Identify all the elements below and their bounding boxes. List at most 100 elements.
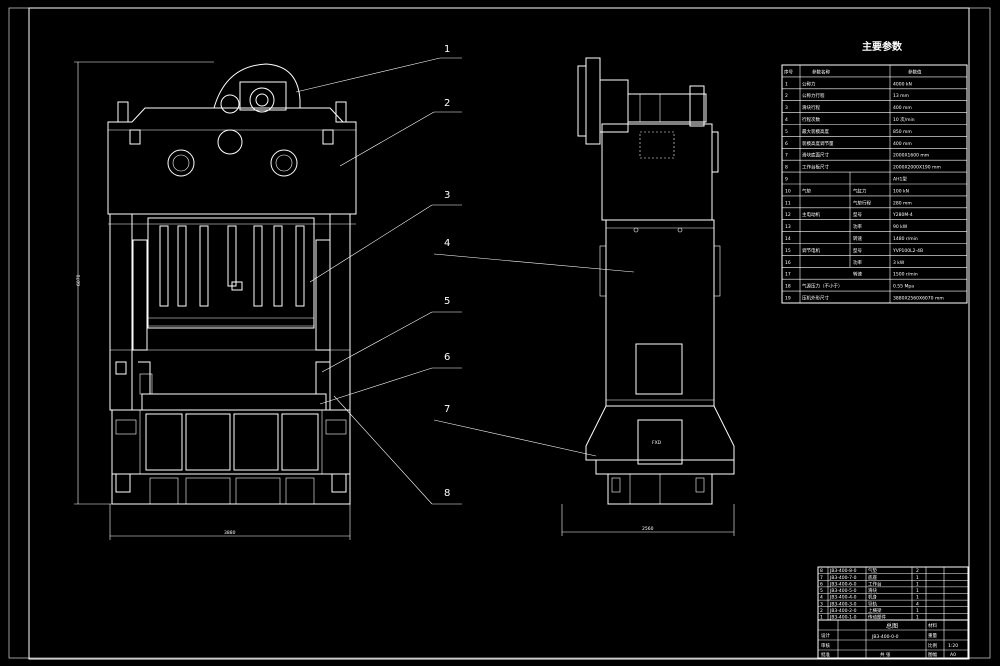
param-row-value: 90 kW (893, 224, 908, 230)
param-row-no: 16 (785, 260, 791, 266)
bom-name: 机身 (868, 594, 877, 601)
param-header-value: 参数值 (908, 68, 922, 75)
param-row-value: 100 kN (893, 188, 909, 194)
flywheel-housing (213, 63, 301, 109)
bom-code: JB3-400-2-0 (829, 608, 857, 614)
param-row-name: 装模高度调节量 (802, 140, 834, 147)
param-sub-label: 功率 (853, 259, 862, 266)
param-row-value: 280 mm (893, 200, 912, 206)
param-header-no: 序号 (784, 68, 793, 75)
param-row-no: 5 (785, 129, 788, 135)
bom-qty: 4 (916, 601, 919, 607)
bom-no: 2 (820, 608, 823, 614)
bom-code: JB3-400-4-0 (829, 595, 857, 601)
param-row-value: 400 mm (893, 105, 912, 111)
callout-3: 3 (444, 190, 450, 201)
param-row-name: 滑块行程 (802, 104, 820, 111)
param-row-value: 1500 r/min (893, 272, 918, 278)
bom-name: 工作台 (868, 580, 882, 587)
front-view: 6070 3880 (74, 61, 357, 540)
drawing-number: JB3-400-0-0 (871, 634, 899, 640)
param-row-value: 3880X2560X6070 mm (893, 296, 944, 302)
bom-qty: 1 (916, 595, 919, 601)
lbl-approve: 批准 (821, 651, 830, 658)
bolster (141, 393, 327, 411)
param-row-value: 2000X2000X190 mm (893, 165, 941, 171)
bom-qty: 1 (916, 588, 919, 594)
lbl-design: 设计 (821, 632, 830, 639)
param-sub-label: 转速 (853, 235, 862, 242)
param-row-name: 气源压力（不小于） (802, 283, 843, 290)
param-row-value: 4000 kN (893, 81, 912, 87)
bom-name: 上横梁 (868, 607, 882, 614)
param-row-name: 行程次数 (802, 116, 820, 123)
param-row-name: 公称力行程 (802, 92, 825, 99)
param-row-value: Y280M-4 (892, 212, 913, 218)
bom-name: 滑块 (868, 587, 877, 594)
param-row-value: 2000X1600 mm (893, 153, 929, 159)
param-row-value: 3 kW (893, 260, 905, 266)
svg-text:FXD: FXD (652, 440, 662, 446)
param-row-no: 8 (785, 165, 788, 171)
side-crown (601, 123, 713, 221)
param-row-value: 0.55 Mpa (893, 284, 914, 290)
param-row-name: 最大装模高度 (802, 128, 829, 135)
parameter-table-title: 主要参数 (862, 40, 903, 53)
param-row-no: 18 (785, 284, 791, 290)
bom-qty: 1 (916, 608, 919, 614)
param-row-value: 13 mm (893, 93, 909, 99)
lbl-material: 材料 (928, 622, 937, 629)
param-row-no: 19 (785, 296, 791, 302)
param-row-value: 850 mm (893, 129, 912, 135)
bom-code: JB3-400-5-0 (829, 588, 857, 594)
bom-no: 1 (820, 615, 823, 621)
side-view: FXD 2560 (561, 57, 735, 536)
drawing-name: 总图 (886, 622, 898, 630)
param-row-no: 4 (785, 117, 788, 123)
param-row-no: 17 (785, 272, 791, 278)
callout-leaders (295, 57, 635, 505)
param-row-no: 10 (785, 188, 791, 194)
bom-qty: 1 (916, 575, 919, 581)
param-sub-label: 型号 (853, 247, 862, 254)
bom-code: JB3-400-6-0 (829, 581, 857, 587)
dim-side-width: 2560 (642, 526, 654, 532)
lbl-scale: 比例 (928, 642, 937, 649)
callout-2: 2 (444, 98, 450, 109)
param-sub-label: 气垫行程 (853, 199, 871, 206)
org: 共 张 (880, 651, 891, 658)
bom-no: 3 (820, 601, 823, 607)
param-sub-label: 转速 (853, 271, 862, 278)
param-row-name: 气垫 (802, 187, 811, 194)
param-row-no: 11 (785, 200, 791, 206)
callout-6: 6 (444, 352, 450, 363)
bom-no: 5 (820, 588, 823, 594)
bom-name: 底座 (868, 574, 877, 581)
dim-front-width: 3880 (224, 530, 236, 536)
param-row-no: 13 (785, 224, 791, 230)
param-header-name: 参数名称 (812, 68, 830, 75)
inner-border (28, 7, 970, 660)
dim-front-height: 6070 (76, 274, 82, 286)
bom-code: JB3-400-3-0 (829, 601, 857, 607)
crown-port-center (217, 129, 243, 155)
lbl-check: 审核 (821, 642, 830, 649)
bom-no: 8 (820, 568, 823, 574)
param-row-no: 6 (785, 141, 788, 147)
param-row-no: 3 (785, 105, 788, 111)
param-row-name: 公称力 (802, 80, 816, 87)
callout-7: 7 (444, 404, 450, 415)
crown-gear-right (270, 149, 298, 177)
param-row-no: 15 (785, 248, 791, 254)
bom-qty: 1 (916, 581, 919, 587)
bom-name: 气垫 (868, 567, 877, 574)
crown-gear-left (167, 149, 195, 177)
callout-4: 4 (444, 238, 450, 249)
crown (107, 107, 357, 215)
param-row-no: 14 (785, 236, 791, 242)
slide (147, 217, 315, 329)
bom-name: 传动部件 (868, 614, 886, 621)
